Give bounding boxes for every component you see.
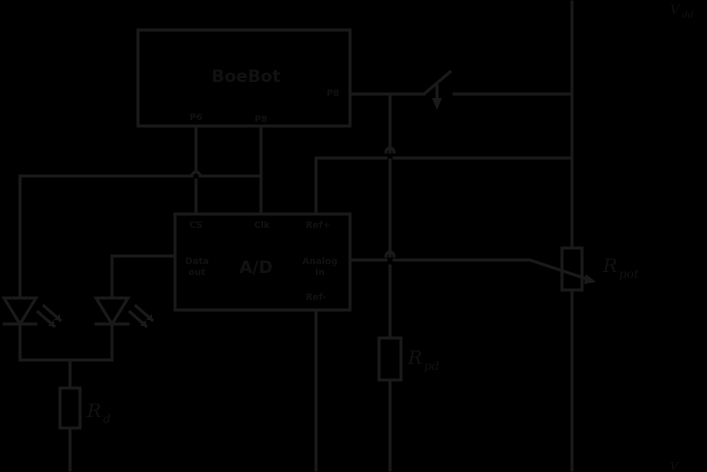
- rpd-crossover-1: [384, 146, 396, 154]
- rpd-label: R: [407, 347, 422, 369]
- led1-triangle: [1, 296, 39, 327]
- rd-resistor: [58, 386, 82, 430]
- rpd-resistor: [377, 336, 403, 382]
- boebot-label: BoeBot: [212, 67, 281, 87]
- ad-title-label: A/D: [239, 258, 272, 278]
- boebot-p8-bottom-label: P8: [255, 115, 268, 125]
- switch-arrow-icon: [432, 98, 442, 110]
- boebot-box: [136, 28, 352, 128]
- vss-label: V: [670, 460, 679, 472]
- ad-dataout-label-2: out: [189, 268, 207, 278]
- led2-triangle: [93, 296, 131, 327]
- rpot-resistor: [560, 246, 584, 292]
- rpot-label: R: [602, 255, 617, 277]
- ad-refplus-label: Ref+: [306, 221, 331, 231]
- ad-dataout-label-1: Data: [185, 257, 209, 267]
- ad-analogin-label-2: in: [315, 268, 325, 278]
- led2-ray-arrow-1-icon: [140, 320, 146, 326]
- pot-wiper: [528, 258, 592, 282]
- ad-analogin-label-1: Analog: [302, 257, 337, 267]
- pot-wiper-arrow-icon: [584, 274, 596, 284]
- boebot-p8-right-label: P8: [327, 89, 340, 99]
- boebot-p6-label: P6: [190, 113, 203, 123]
- rpot-subscript: pot: [619, 267, 639, 281]
- led1-ray-arrow-2-icon: [54, 314, 60, 320]
- rd-subscript: d: [103, 412, 111, 426]
- vdd-subscript: dd: [682, 11, 694, 21]
- led1-ray-arrow-1-icon: [48, 320, 54, 326]
- led2-ray-arrow-2-icon: [146, 314, 152, 320]
- ad-cs-label: CS: [189, 221, 202, 231]
- vdd-label: V: [670, 3, 681, 18]
- rpd-subscript: pd: [424, 359, 440, 373]
- ad-clk-label: Clk: [254, 221, 271, 231]
- rd-label: R: [86, 400, 101, 422]
- ad-refminus-label: Ref-: [306, 293, 327, 303]
- rpd-crossover-2: [384, 250, 396, 258]
